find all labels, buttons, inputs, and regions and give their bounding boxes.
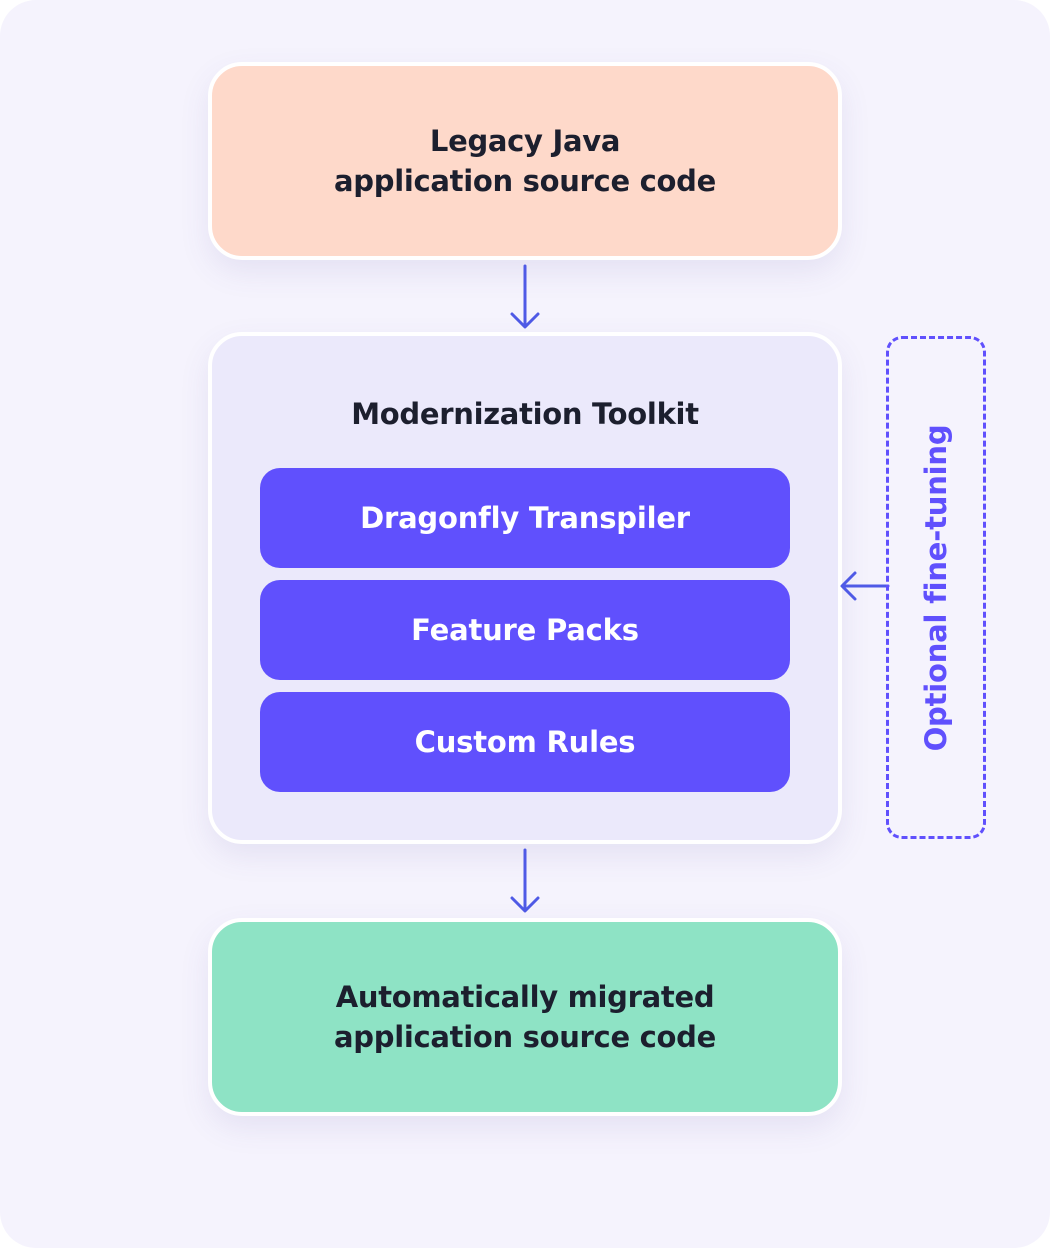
legacy-source-line-1: Legacy Java (429, 124, 621, 158)
migrated-source-card: Automatically migrated application sourc… (208, 918, 842, 1116)
arrow-down-shape (510, 848, 540, 913)
arrow-down-icon (510, 848, 540, 913)
migrated-source-line-2: application source code (334, 1020, 716, 1054)
legacy-source-line-2: application source code (334, 164, 716, 198)
tool-custom-rules: Custom Rules (260, 692, 790, 792)
tool-feature-packs: Feature Packs (260, 580, 790, 680)
modernization-toolkit-panel: Modernization Toolkit Dragonfly Transpil… (208, 332, 842, 844)
migrated-source-line-1: Automatically migrated (335, 980, 715, 1014)
toolkit-title: Modernization Toolkit (351, 397, 699, 431)
tool-dragonfly-transpiler: Dragonfly Transpiler (260, 468, 790, 568)
arrow-left-icon (840, 571, 890, 601)
optional-fine-tuning-label: Optional fine-tuning (919, 424, 953, 752)
optional-fine-tuning-box (886, 336, 986, 839)
arrow-down-icon (510, 264, 540, 329)
arrow-down-shape (510, 264, 540, 329)
arrow-left-shape (840, 571, 890, 601)
legacy-source-card: Legacy Java application source code (208, 62, 842, 260)
